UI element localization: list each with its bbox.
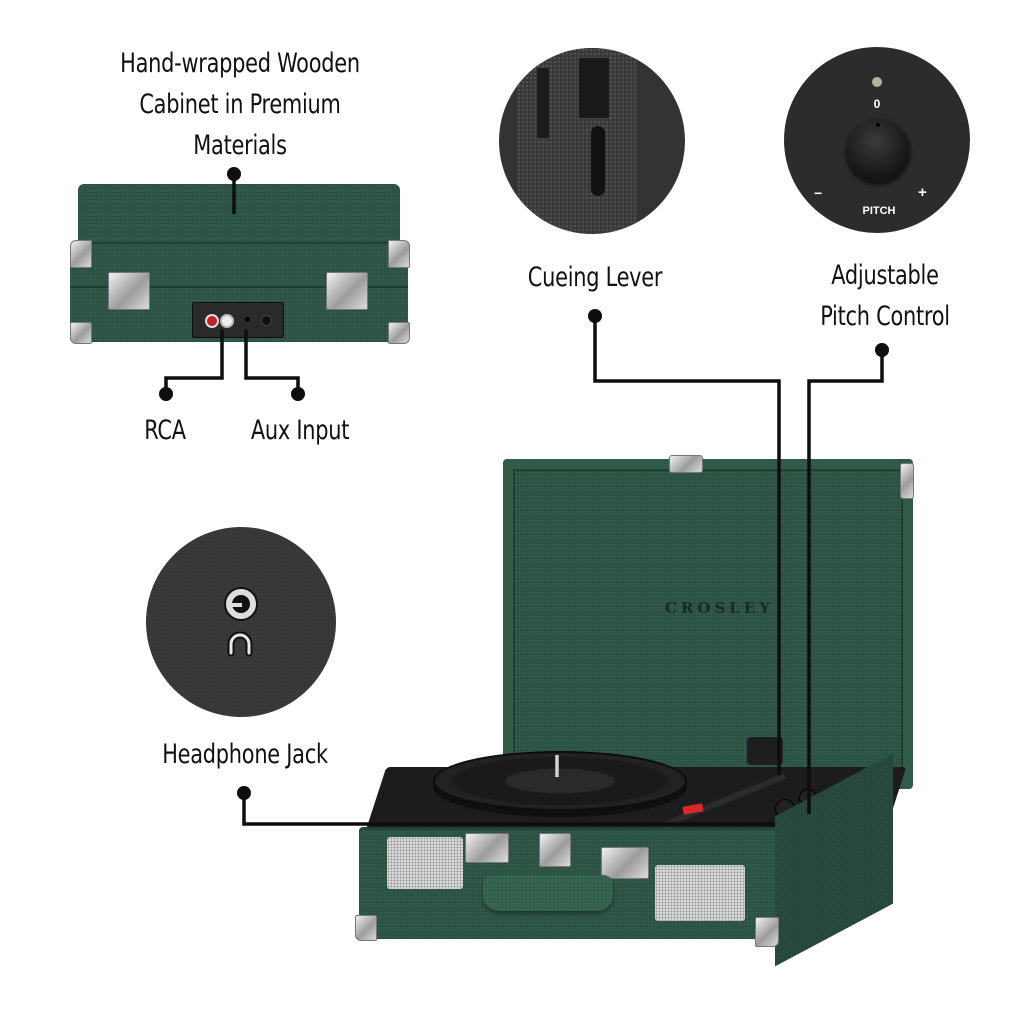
pitch-callout-label: Adjustable Pitch Control [799,255,971,337]
cabinet-callout-label: Hand-wrapped Wooden Cabinet in Premium M… [85,43,395,166]
pitch-plus: + [918,184,927,201]
cabinet-label-line-3: Materials [193,130,287,161]
cueing-lever-detail [499,48,685,234]
pitch-label-line-2: Pitch Control [820,301,950,332]
spindle [555,755,559,777]
corner-cap-br [388,322,410,344]
rca-callout-label: RCA [144,415,186,446]
headphone-jack-icon[interactable] [224,587,258,621]
pitch-minus: − [814,185,823,201]
pitch-zero-mark: 0 [873,97,881,111]
corner-cap-tr [388,240,410,268]
aux-input-jack[interactable] [245,317,250,322]
cabinet-dot [227,167,241,181]
cueing-dot [588,309,602,323]
rca-white-jack[interactable] [220,314,234,328]
pitch-led [872,77,882,87]
power-jack[interactable] [261,315,272,326]
lever-rest [537,68,549,138]
pitch-label: PITCH [862,205,896,217]
lid-corner-tr [900,463,914,499]
pitch-dot [875,343,889,357]
hinge-right [326,272,368,310]
front-corner-br [755,917,779,947]
case-lid [78,184,400,244]
headphone-jack-detail [146,527,336,717]
corner-cap-tl [70,240,92,268]
carry-handle[interactable] [483,875,613,911]
headphone-callout-label: Headphone Jack [162,739,328,770]
open-turntable: CROSLEY [355,455,920,967]
pitch-label-line-1: Adjustable [831,260,939,291]
rca-dot [159,387,173,401]
front-lock-center [539,833,571,867]
textured-plate [517,48,637,234]
corner-cap-bl [70,322,92,344]
pitch-control-detail: 0 − + PITCH [784,47,970,233]
headphone-icon [227,631,253,657]
front-corner-bl [355,915,377,941]
platter [433,751,687,811]
lever-slot [579,58,609,118]
aux-dot [291,387,305,401]
rca-red-jack[interactable] [205,314,219,328]
front-latch-right [601,847,649,879]
hinge-left [108,272,150,310]
turntable-lid: CROSLEY [503,459,913,789]
headphone-dot [237,786,251,800]
cueing-callout-label: Cueing Lever [527,262,663,293]
aux-callout-label: Aux Input [250,415,350,446]
tonearm-base [747,737,783,765]
crosley-logo: CROSLEY [665,599,774,617]
speaker-grille-right [655,865,745,921]
cueing-lever-handle[interactable] [591,126,605,196]
closed-case-back-view [70,184,410,346]
speaker-grille-left [387,837,463,889]
pitch-knob[interactable] [846,119,910,183]
cabinet-label-line-2: Cabinet in Premium [139,89,341,120]
case-seam [70,286,408,288]
front-latch-left [465,833,509,863]
rear-io-panel [192,302,284,338]
knob-indicator [876,123,880,127]
cabinet-label-line-1: Hand-wrapped Wooden [120,48,360,79]
lid-latch [669,455,703,473]
